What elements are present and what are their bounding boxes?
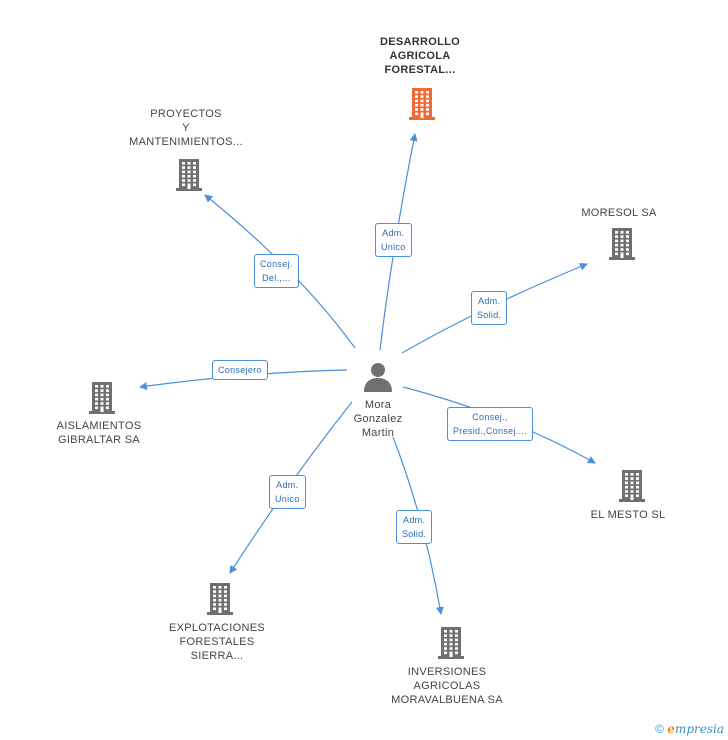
person-icon[interactable] (363, 361, 393, 393)
building-icon-aislamientos[interactable] (87, 380, 117, 419)
company-label-aislamientos[interactable]: AISLAMIENTOS GIBRALTAR SA (56, 420, 142, 446)
relation-label-aislamientos[interactable]: Consejero (212, 360, 268, 380)
brand-footer: © empresia (655, 722, 724, 736)
relation-label-moresol[interactable]: Adm. Solid. (471, 291, 508, 325)
company-label-desarrollo[interactable]: DESARROLLO AGRICOLA FORESTAL... (380, 36, 460, 76)
relation-label-desarrollo[interactable]: Adm. Unico (375, 223, 412, 257)
relation-label-elmesto[interactable]: Consej., Presid.,Consej.... (447, 407, 533, 441)
building-icon-moresol[interactable] (607, 226, 637, 265)
person-name-label[interactable]: Mora Gonzalez Martin (353, 399, 403, 439)
company-label-inversiones[interactable]: INVERSIONES AGRICOLAS MORAVALBUENA SA (391, 666, 503, 706)
copyright-symbol: © (655, 722, 664, 736)
relation-label-proyectos[interactable]: Consej. Del.,... (254, 254, 299, 288)
relation-label-explotaciones[interactable]: Adm. Unico (269, 475, 306, 509)
company-label-moresol[interactable]: MORESOL SA (581, 207, 657, 219)
company-label-explotaciones[interactable]: EXPLOTACIONES FORESTALES SIERRA... (169, 622, 265, 662)
brand-logo-e: e (667, 722, 675, 736)
brand-name: mpresia (674, 722, 724, 736)
building-icon-inversiones[interactable] (436, 625, 466, 664)
company-label-elmesto[interactable]: EL MESTO SL (590, 509, 666, 521)
building-icon-proyectos[interactable] (174, 157, 204, 196)
building-icon-elmesto[interactable] (617, 468, 647, 507)
building-icon-explotaciones[interactable] (205, 581, 235, 620)
building-icon-desarrollo[interactable] (407, 86, 437, 125)
relation-label-inversiones[interactable]: Adm. Solid. (396, 510, 433, 544)
company-label-proyectos[interactable]: PROYECTOS Y MANTENIMIENTOS... (129, 108, 243, 148)
